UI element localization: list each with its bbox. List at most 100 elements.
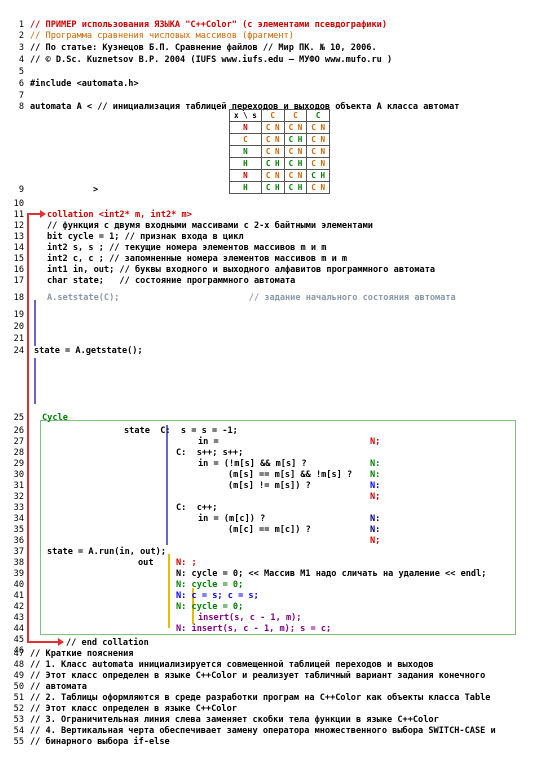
collation-bracket-top — [27, 213, 41, 215]
table-cell: C H — [306, 169, 331, 182]
cycle-label: Cycle — [42, 413, 68, 423]
cycle-line-27-result: N; — [370, 437, 381, 447]
cycle-line-26: state C: s = s = -1; — [124, 426, 238, 436]
table-cell: C N — [306, 145, 331, 158]
line-number: 12 — [13, 221, 24, 231]
table-cell: C N — [260, 169, 285, 182]
state-bar — [34, 358, 36, 404]
table-cell: C H — [283, 181, 308, 194]
table-header-cell: x \ s — [229, 109, 262, 122]
table-cell: N — [229, 121, 262, 134]
line-number: 51 — [13, 693, 24, 703]
table-cell: C H — [283, 133, 308, 146]
line-number: 37 — [13, 547, 24, 557]
line-number: 54 — [13, 726, 24, 736]
line-number: 36 — [13, 536, 24, 546]
cycle-line-28: C: s++; s++; — [176, 448, 244, 458]
table-cell: C N — [306, 157, 331, 170]
line-number: 5 — [18, 67, 24, 77]
line-number: 47 — [13, 649, 24, 659]
line-number: 25 — [13, 413, 24, 423]
line-number: 16 — [13, 265, 24, 275]
cycle-line-35-result: N: — [370, 525, 381, 535]
table-cell: C N — [306, 121, 331, 134]
cycle-line-27: in = — [198, 437, 219, 447]
table-cell: C — [229, 133, 262, 146]
table-cell: C N — [283, 169, 308, 182]
line-number: 1 — [18, 20, 24, 30]
table-row: N C N C N C N — [229, 145, 331, 158]
decl-c: int2 c, c ; // запомненные номера элемен… — [47, 254, 348, 264]
table-cell: C N — [260, 133, 285, 146]
decl-state: char state; // состояние программного ав… — [47, 276, 296, 286]
state-bar — [34, 300, 36, 346]
footer-line: // 3. Ограничительная линия слева заменя… — [30, 715, 439, 725]
line-number: 20 — [13, 322, 24, 332]
table-row: N C N C N C N — [229, 121, 331, 134]
table-cell: C N — [283, 145, 308, 158]
cycle-line-34: in = (m[c]) ? — [198, 514, 266, 524]
line-number: 4 — [18, 55, 24, 65]
transition-table: x \ s C C C N C N C N C N C C N C H C N … — [229, 109, 331, 194]
switch-bar — [166, 425, 168, 545]
line-number: 21 — [13, 334, 24, 344]
line-number: 17 — [13, 276, 24, 286]
arrow-right-icon — [58, 638, 64, 646]
line-number: 42 — [13, 602, 24, 612]
line-number: 39 — [13, 569, 24, 579]
header-line-3: // По статье: Кузнецов Б.П. Сравнение фа… — [30, 43, 377, 53]
decl-in-out: int1 in, out; // буквы входного и выходн… — [47, 265, 436, 275]
header-line-1: // ПРИМЕР использования ЯЗЫКА "C++Color"… — [30, 20, 387, 30]
table-row: H C H C H C N — [229, 181, 331, 194]
line-number: 52 — [13, 704, 24, 714]
table-row: C C N C H C N — [229, 133, 331, 146]
automata-close: > — [93, 185, 99, 195]
table-row: N C N C N C H — [229, 169, 331, 182]
out-label: out — [138, 558, 154, 568]
line-number: 28 — [13, 448, 24, 458]
line-number: 11 — [13, 210, 24, 220]
nested-bar — [192, 588, 194, 624]
line-number: 3 — [18, 43, 24, 53]
out-case-39: N: cycle = 0; << Массив M1 надо сличать … — [176, 569, 487, 579]
line-number: 10 — [13, 199, 24, 209]
line-number: 27 — [13, 437, 24, 447]
footer-line: // Этот класс определен в языке C++Color — [30, 704, 237, 714]
line-number: 31 — [13, 481, 24, 491]
cycle-line-33: C: c++; — [176, 503, 218, 513]
collation-header: collation <int2* m, int2* m> — [47, 210, 192, 220]
line-number: 18 — [13, 293, 24, 303]
line-number: 41 — [13, 591, 24, 601]
out-case-42: N: cycle = 0; — [176, 602, 244, 612]
line-number: 7 — [18, 91, 24, 101]
include-line: #include <automata.h> — [30, 79, 139, 89]
table-cell: C H — [283, 157, 308, 170]
line-number: 34 — [13, 514, 24, 524]
cycle-line-30: (m[s] == m[s] && !m[s] ? — [228, 470, 353, 480]
arrow-right-icon — [40, 210, 46, 218]
line-number: 45 — [13, 635, 24, 645]
line-number: 40 — [13, 580, 24, 590]
cycle-line-29-result: N: — [370, 459, 381, 469]
collation-comment: // функция с двумя входными массивами с … — [47, 221, 373, 231]
cycle-line-35: (m[c] == m[c]) ? — [228, 525, 311, 535]
table-header-cell: C — [283, 109, 308, 122]
line-number: 48 — [13, 660, 24, 670]
table-cell: N — [229, 145, 262, 158]
out-switch-bar — [168, 554, 170, 628]
line-number: 32 — [13, 492, 24, 502]
automata-line: automata A < // инициализация таблицей п… — [30, 102, 460, 112]
table-cell: C N — [260, 121, 285, 134]
cycle-line-34-result: N: — [370, 514, 381, 524]
table-row: H C H C H C N — [229, 157, 331, 170]
collation-bracket — [27, 213, 29, 643]
line-number: 46 — [13, 646, 24, 656]
table-header-cell: C — [306, 109, 331, 122]
line-number: 8 — [18, 102, 24, 112]
line-number: 19 — [13, 310, 24, 320]
table-cell: H — [229, 181, 262, 194]
table-cell: H — [229, 157, 262, 170]
run-line: state = A.run(in, out); — [47, 547, 166, 557]
table-header-cell: C — [260, 109, 285, 122]
